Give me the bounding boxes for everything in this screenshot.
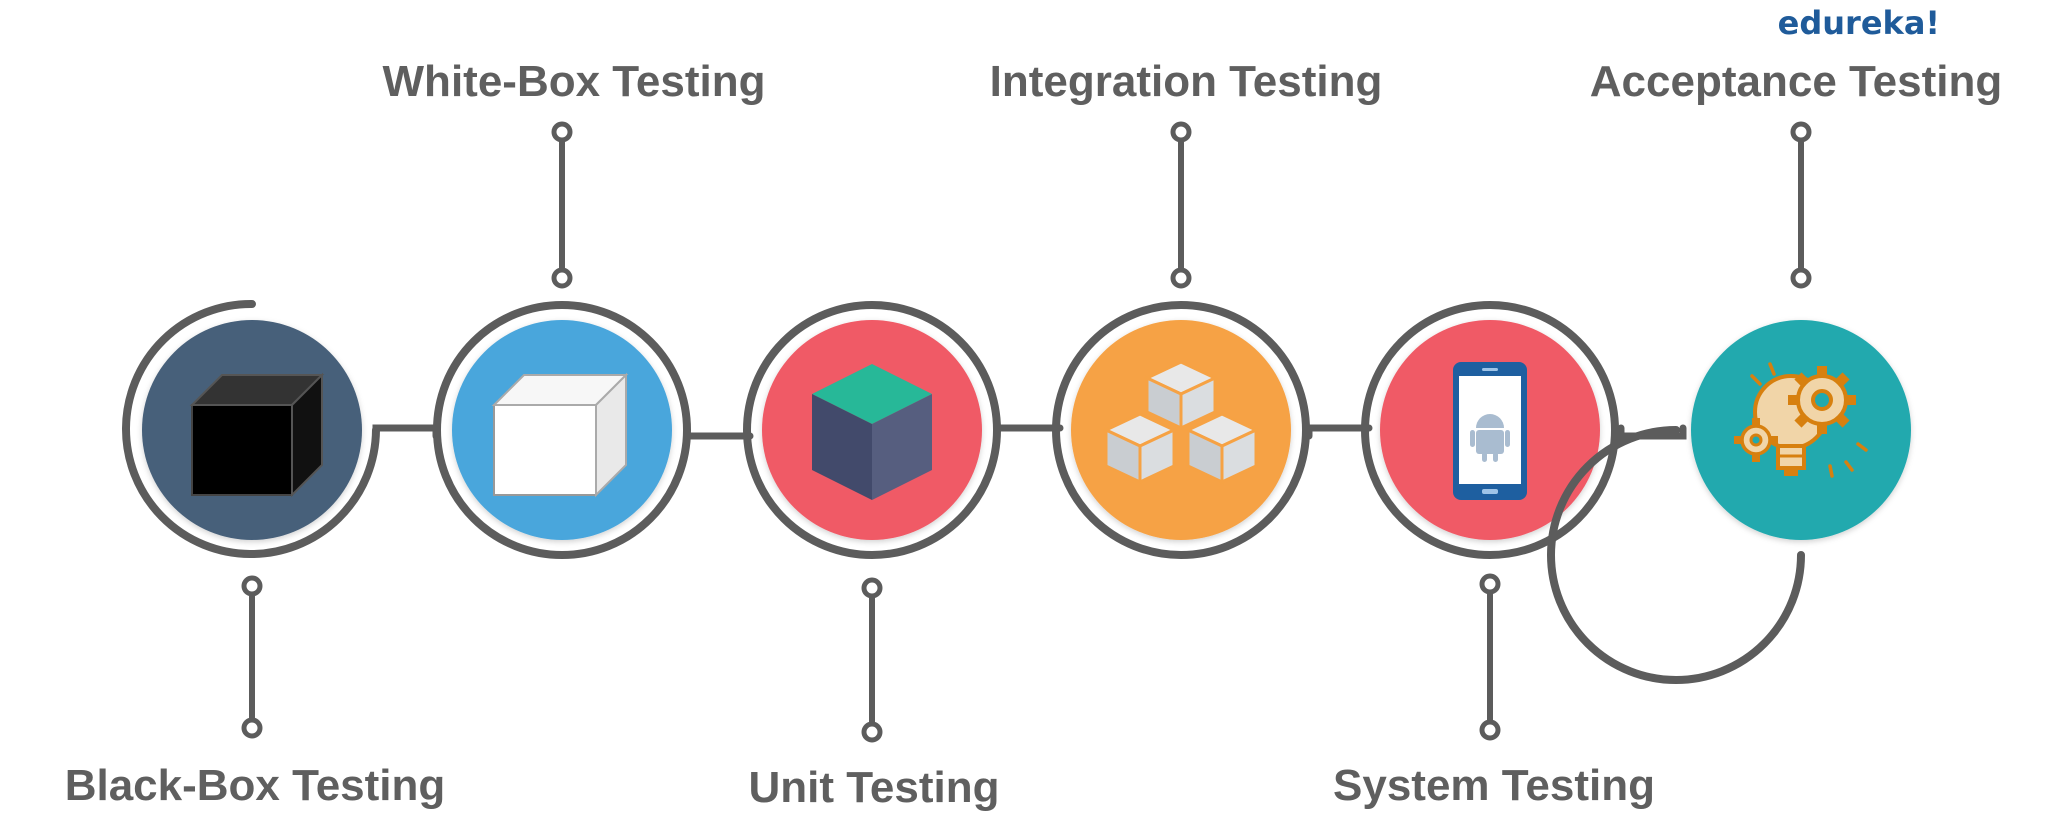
stage-acceptance: Acceptance Testing — [1547, 57, 2002, 684]
connector-dot-top — [551, 121, 573, 143]
stage-unit: Unit Testing — [743, 301, 1001, 812]
stacked-boxes-icon — [1102, 360, 1260, 485]
stage-label: Unit Testing — [749, 763, 1000, 812]
stage-label: System Testing — [1333, 761, 1655, 810]
unit-cube-icon — [812, 364, 932, 500]
stage-white-box: White-Box Testing — [383, 57, 766, 559]
connector-dot-top — [241, 575, 263, 597]
connector-dot-top — [1790, 121, 1812, 143]
stage-label: Acceptance Testing — [1590, 57, 2002, 106]
stage-black-box: Black-Box Testing — [65, 299, 446, 810]
connector-dot-bottom — [1170, 267, 1192, 289]
lightbulb-gears-icon — [1734, 362, 1868, 478]
connector-dot-top — [1170, 121, 1192, 143]
android-robot-icon — [1470, 414, 1510, 462]
android-phone-icon — [1453, 362, 1527, 500]
black-cube-icon — [189, 372, 325, 498]
white-cube-icon — [491, 372, 629, 498]
connector-dot-bottom — [551, 267, 573, 289]
outer-ring — [433, 301, 691, 559]
connector-dot-bottom — [861, 721, 883, 743]
outer-ring — [1361, 301, 1619, 559]
outer-ring — [743, 301, 1001, 559]
outer-ring — [1547, 426, 1805, 684]
outer-ring — [122, 299, 380, 558]
stage-label: Integration Testing — [990, 57, 1383, 106]
stage-system: System Testing — [1333, 301, 1655, 810]
brand-logo: edureka! — [1778, 4, 1940, 42]
connector-dot-top — [1479, 573, 1501, 595]
connector-dot-top — [861, 577, 883, 599]
connector-dot-bottom — [1479, 719, 1501, 741]
stage-circle — [1071, 320, 1291, 540]
stage-label: White-Box Testing — [383, 57, 766, 106]
outer-ring — [1052, 301, 1310, 559]
stage-label: Black-Box Testing — [65, 761, 446, 810]
connector-dot-bottom — [1790, 267, 1812, 289]
connector-dot-bottom — [241, 717, 263, 739]
stage-integration: Integration Testing — [990, 57, 1383, 559]
